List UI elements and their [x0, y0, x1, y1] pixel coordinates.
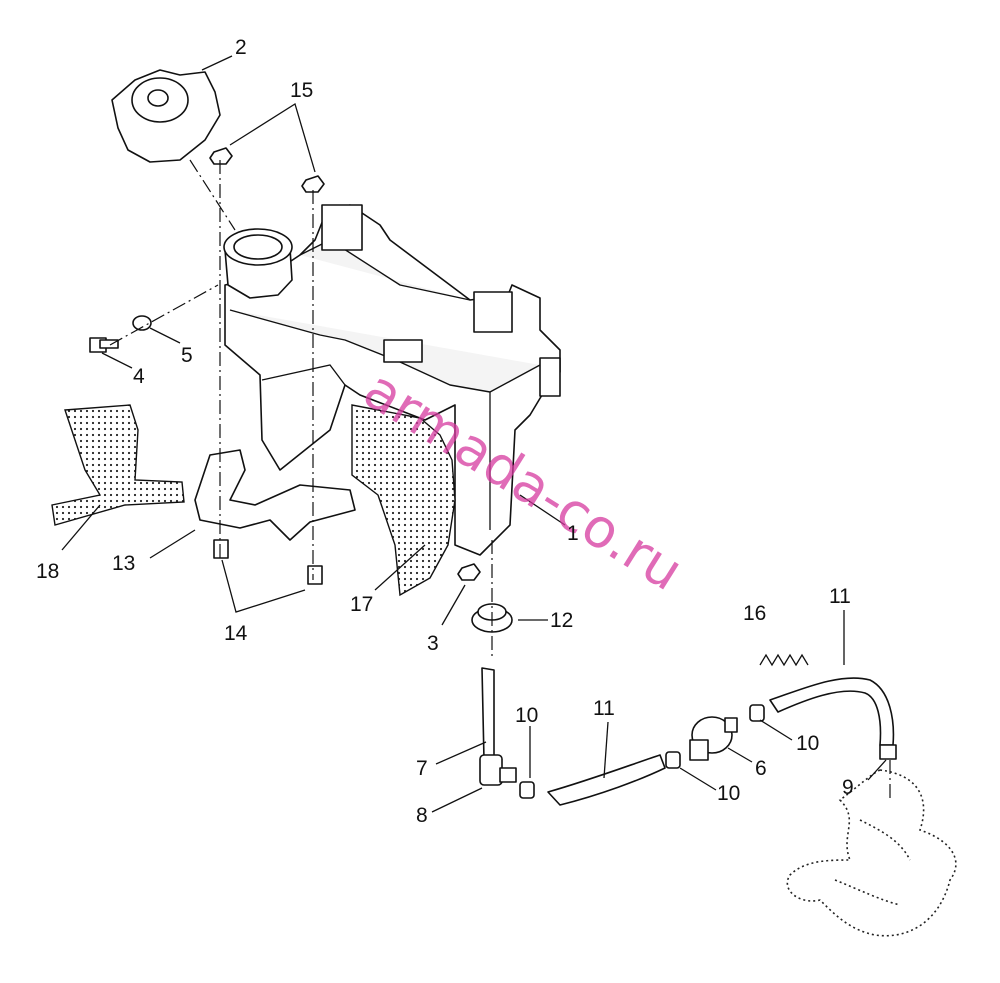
callout-1: 1	[567, 522, 579, 545]
callout-4: 4	[133, 365, 145, 388]
callout-10-right-lower: 10	[717, 782, 740, 805]
clamps-10	[519, 704, 765, 799]
insulation-pad-17	[351, 404, 456, 597]
hose-11-upper	[769, 677, 895, 746]
callout-2: 2	[235, 36, 247, 59]
callout-18: 18	[36, 560, 59, 583]
callout-15: 15	[290, 79, 313, 102]
assembly-lines	[109, 159, 891, 800]
pump-ghost-outline	[786, 769, 957, 937]
fasteners	[89, 147, 481, 585]
callout-14: 14	[224, 622, 248, 645]
callout-5: 5	[181, 344, 193, 367]
callout-11-lower: 11	[593, 697, 615, 720]
connector-9	[879, 744, 897, 760]
check-valve-6	[689, 716, 738, 761]
callout-12: 12	[550, 609, 573, 632]
callout-13: 13	[112, 552, 135, 575]
callout-8: 8	[416, 804, 428, 827]
callout-10-left: 10	[515, 704, 538, 727]
callout-9: 9	[842, 776, 854, 799]
callout-10-right-upper: 10	[796, 732, 819, 755]
spring-16	[759, 653, 809, 667]
tank-brackets	[321, 204, 561, 397]
callout-7: 7	[416, 757, 428, 780]
level-sensor-7	[479, 667, 517, 786]
callout-16: 16	[743, 602, 766, 625]
callout-labels: 2 15 4 5 1 18 13 17 3 14 12 16 11 11 10 …	[36, 36, 854, 827]
callout-17: 17	[350, 593, 373, 616]
filler-neck	[223, 228, 293, 299]
callout-11-upper: 11	[829, 585, 851, 608]
bracket-13	[194, 449, 356, 541]
callout-3: 3	[427, 632, 439, 655]
hose-11-lower	[547, 754, 666, 806]
insulation-pad-18	[51, 404, 185, 526]
filler-cap	[111, 69, 221, 163]
leader-lines	[61, 55, 887, 813]
callout-6: 6	[755, 757, 767, 780]
